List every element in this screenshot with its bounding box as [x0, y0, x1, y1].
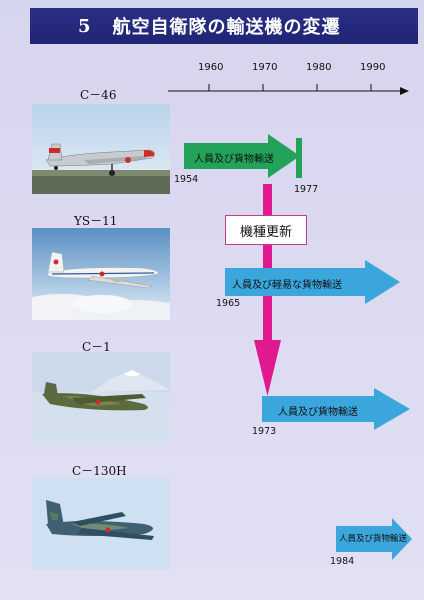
c46-role-text: 人員及び貨物輸送 [194, 154, 274, 165]
page-title: 航空自衛隊の輸送機の変遷 [112, 17, 341, 38]
c46-start-year: 1954 [174, 174, 199, 185]
c46-arrow-head [268, 134, 300, 178]
tick-1990: 1990 [360, 62, 386, 73]
c46-end-year: 1977 [294, 184, 319, 195]
c130h-arrow-head [392, 518, 412, 560]
c46-arrow-body [184, 143, 268, 169]
c130h-start-year: 1984 [330, 556, 355, 567]
c1-role-text: 人員及び貨物輸送 [278, 407, 358, 418]
c130h-airplane-icon [32, 478, 170, 570]
ys11-airplane-icon [32, 228, 170, 320]
aircraft-label-c1: C－1 [82, 340, 111, 354]
ys11-arrow-head [365, 260, 400, 304]
ys11-start-year: 1965 [216, 298, 241, 309]
aircraft-label-ys11: YS－11 [74, 214, 118, 228]
c130h-arrow-body [336, 526, 392, 552]
c130h-role-text: 人員及び貨物輸送 [339, 534, 408, 544]
photo-c130h [32, 478, 170, 570]
ys11-role-text: 人員及び軽易な貨物輸送 [232, 280, 342, 291]
aircraft-label-c130h: C－130H [72, 464, 127, 478]
model-update-label: 機種更新 [239, 224, 292, 240]
ys11-arrow-body [225, 268, 365, 296]
model-update-box: 機種更新 [225, 215, 307, 245]
c1-airplane-icon [32, 352, 170, 444]
header-banner: 5 航空自衛隊の輸送機の変遷 [30, 8, 418, 44]
tick-1960: 1960 [198, 62, 224, 73]
photo-c46 [32, 104, 170, 194]
c46-airplane-icon [32, 104, 170, 194]
tick-1980: 1980 [306, 62, 332, 73]
photo-ys11 [32, 228, 170, 320]
c1-arrow-body [262, 396, 374, 422]
section-number: 5 [78, 15, 91, 37]
c1-start-year: 1973 [252, 426, 277, 437]
update-arrow-head [254, 340, 281, 396]
c46-end-bar [296, 138, 302, 178]
tick-1970: 1970 [252, 62, 278, 73]
photo-c1 [32, 352, 170, 444]
aircraft-label-c46: C－46 [80, 88, 117, 102]
c1-arrow-head [374, 388, 410, 430]
